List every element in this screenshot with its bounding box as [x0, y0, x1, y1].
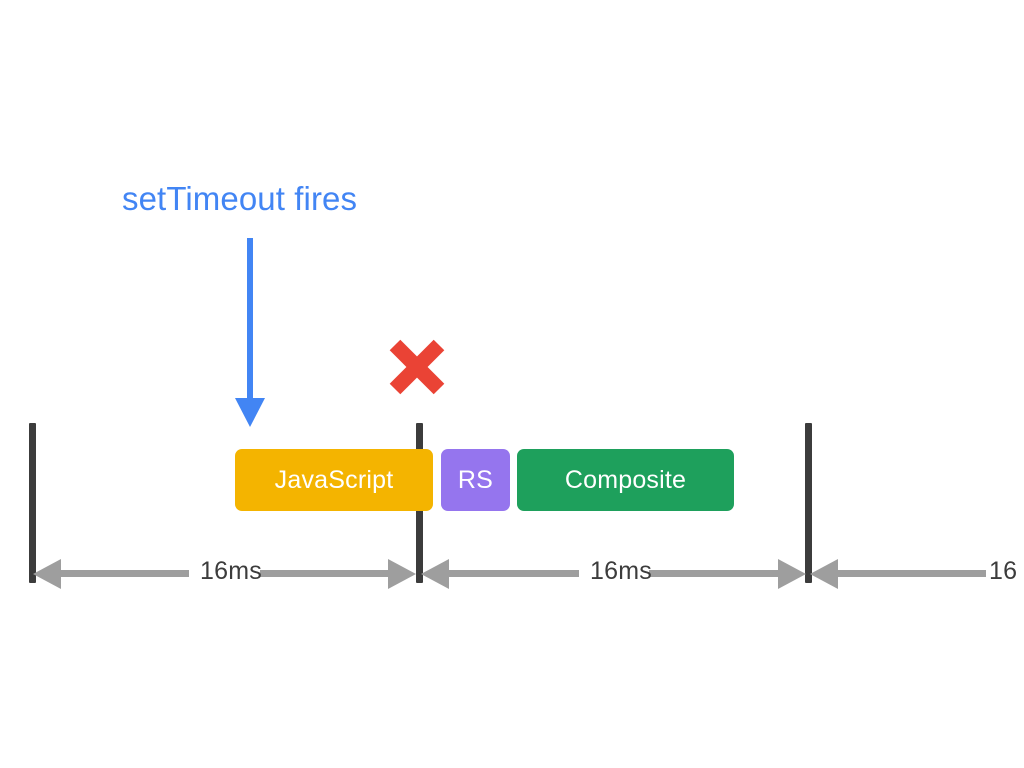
frame-duration-arrow-2: [421, 548, 806, 600]
frame-duration-arrow-1: [33, 548, 416, 600]
task-bar-javascript-label: JavaScript: [274, 465, 394, 494]
task-bar-composite[interactable]: Composite: [517, 449, 734, 511]
task-bar-javascript[interactable]: JavaScript: [235, 449, 433, 511]
frame-duration-axis: 16ms 16ms 16: [0, 548, 1024, 600]
frame-duration-label-1: 16ms: [200, 557, 262, 585]
frame-duration-label-3: 16: [989, 557, 1018, 585]
frame-tick-2: [805, 423, 812, 583]
frame-tick-0: [29, 423, 36, 583]
frame-duration-arrow-3: [810, 548, 1024, 600]
missed-frame-x-icon: [386, 337, 448, 397]
task-bar-recalculate-style-label: RS: [457, 465, 494, 494]
task-bar-composite-label: Composite: [564, 465, 687, 494]
settimeout-pointer-arrow: [228, 238, 272, 428]
settimeout-fires-label: setTimeout fires: [122, 180, 358, 217]
frame-duration-label-2: 16ms: [590, 557, 652, 585]
task-bar-recalculate-style[interactable]: RS: [441, 449, 510, 511]
